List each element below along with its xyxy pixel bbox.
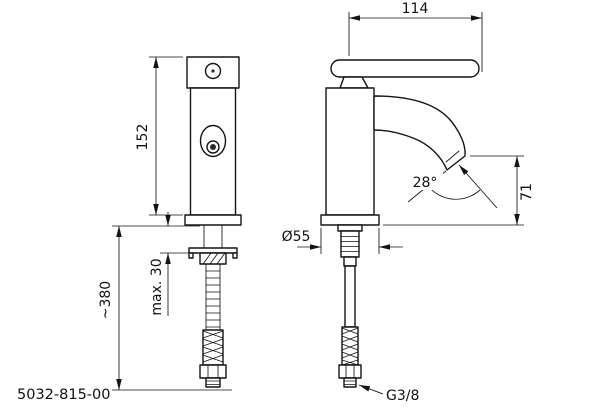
base-side (320, 214, 380, 226)
spout (373, 95, 466, 171)
dim-connection-thread: G3/8 (358, 384, 419, 404)
hose-nipple-side (343, 377, 357, 388)
dim-lever-length: 114 (348, 1, 483, 72)
dim-label-hose-length: ~380 (98, 281, 114, 319)
threaded-rod-threads (205, 270, 221, 328)
shank-side-threads (340, 236, 360, 252)
aerator-dot (210, 144, 216, 150)
hose-nipple-side-threads (343, 380, 357, 385)
dim-hose-length: ~380 (98, 225, 232, 391)
washer-tab-right (232, 252, 238, 259)
hose-braid-front (202, 329, 224, 366)
mount-washer (188, 247, 238, 254)
body-side (325, 87, 375, 216)
hose-nipple-front (205, 377, 221, 388)
dim-label-spout-angle: 28° (413, 175, 438, 191)
washer-tab-left (188, 252, 194, 259)
shank-front (203, 224, 223, 249)
hose-connector-side (343, 256, 357, 267)
dim-mount-thickness: max. 30 (149, 212, 198, 316)
dim-body-height: 152 (135, 56, 183, 216)
dim-label-spout-height: 71 (519, 183, 535, 201)
dim-label-base-diameter: Ø55 (282, 229, 311, 245)
spout-outlet-line (445, 150, 460, 163)
hose-braid-side-hatch (341, 327, 359, 366)
hose-side (344, 265, 356, 328)
dim-spout-height: 71 (383, 155, 535, 226)
dim-label-lever-length: 114 (402, 1, 429, 17)
dim-base-diameter: Ø55 (282, 228, 403, 254)
tailpiece-side (337, 224, 363, 232)
mount-nut (199, 252, 227, 265)
hose-nut-front-facets (207, 364, 219, 379)
hose-nut-side-facets (345, 364, 355, 379)
dim-label-body-height: 152 (135, 124, 151, 151)
front-view-faucet (184, 56, 242, 388)
dim-label-mount-thickness: max. 30 (149, 258, 165, 315)
dim-spout-angle: 28° (407, 164, 498, 209)
threaded-rod (205, 263, 221, 331)
hose-braid-front-hatch (202, 330, 224, 363)
hose-nut-front (199, 364, 227, 379)
lever-side (330, 59, 480, 78)
lever-collar (339, 76, 369, 89)
hose-nut-side (338, 364, 362, 379)
dim-label-connection-thread: G3/8 (386, 388, 419, 404)
handle-screw-dot (211, 69, 215, 73)
mount-nut-hatch (202, 252, 226, 265)
part-number: 5032-815-00 (17, 387, 111, 403)
hose-nipple-front-threads (205, 380, 221, 385)
side-view-faucet (320, 59, 480, 388)
base-front (184, 214, 242, 226)
shank-side (340, 230, 360, 258)
